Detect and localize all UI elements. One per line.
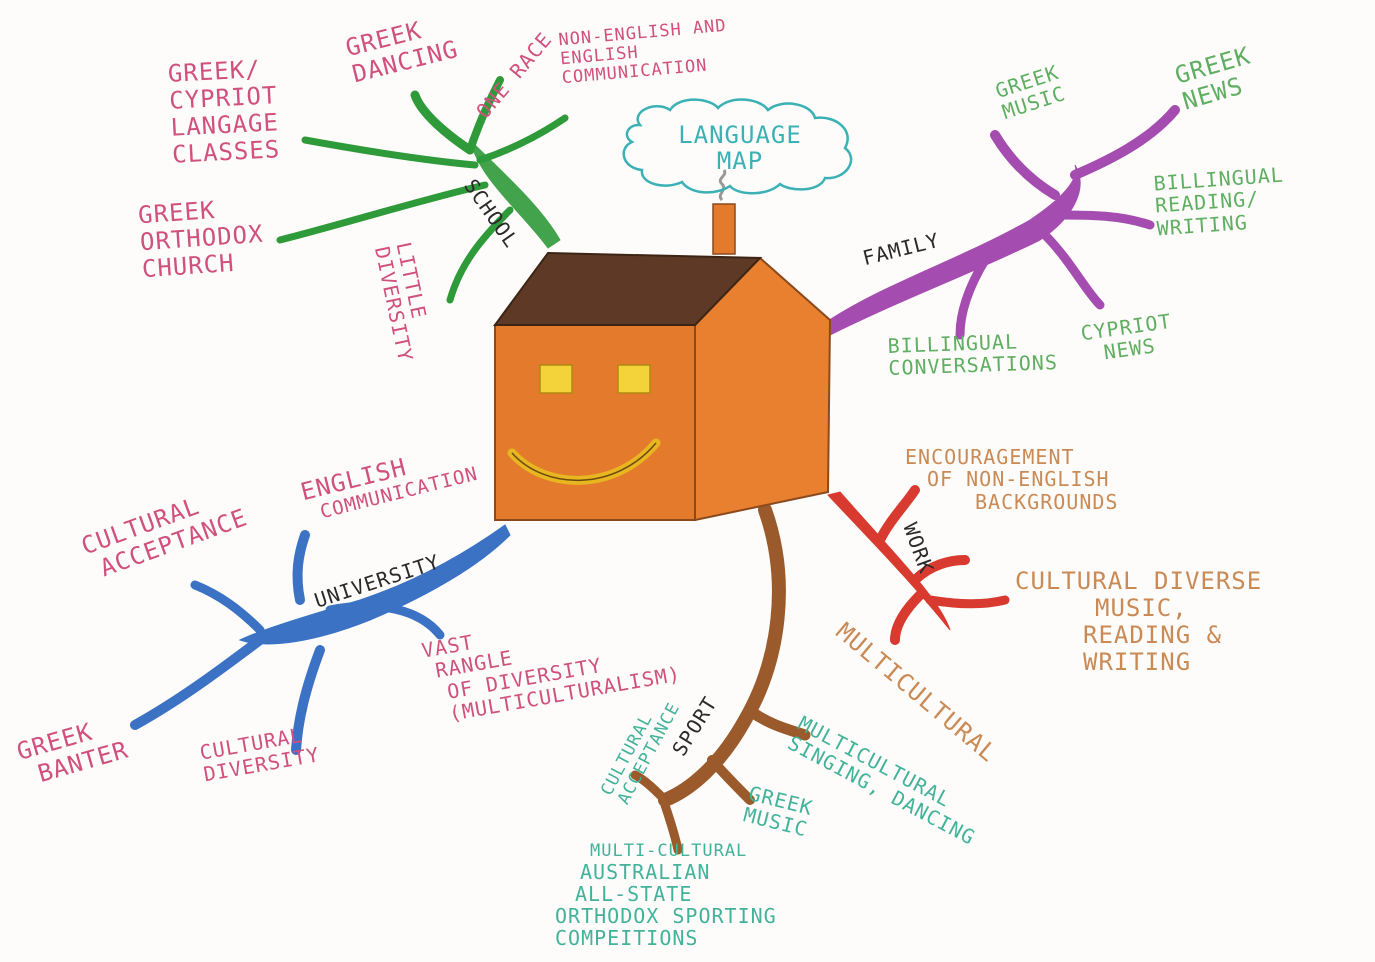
work-item-encouragement: ENCOURAGEMENT OF NON-ENGLISH BACKGROUNDS: [905, 445, 1119, 514]
house-front-wall: [494, 324, 696, 521]
school-item-language-classes: GREEK/ CYPRIOT LANGAGE CLASSES: [167, 55, 281, 168]
map-title-line: MAP: [716, 147, 764, 176]
work-branch: [827, 485, 1010, 645]
family-branch: [821, 105, 1180, 340]
sport-item-line: MULTI-CULTURAL: [590, 841, 748, 861]
sport-item-line: AUSTRALIAN: [580, 859, 711, 884]
house: [493, 169, 832, 522]
house-window-right: [617, 364, 651, 394]
work-item-line: BACKGROUNDS: [975, 489, 1119, 514]
house-roof: [493, 251, 763, 326]
chimney-smoke: [718, 169, 727, 202]
work-item-line: OF NON-ENGLISH: [927, 467, 1110, 492]
university-branch: [130, 524, 511, 755]
work-item-line: MUSIC,: [1095, 593, 1188, 622]
sport-item-line: COMPEITIONS: [555, 925, 699, 950]
family-item-bilingual-reading: BILLINGUAL READING/ WRITING: [1153, 163, 1288, 241]
work-item-line: READING &: [1083, 620, 1223, 649]
map-title-line: LANGUAGE: [678, 121, 802, 149]
work-item-cultural-diverse: CULTURAL DIVERSE MUSIC, READING & WRITIN…: [1015, 568, 1262, 676]
title-cloud: [622, 98, 853, 195]
school-branch: [276, 76, 569, 304]
family-item-bilingual-conversations: BILLINGUAL CONVERSATIONS: [887, 329, 1058, 380]
work-item-line: CULTURAL DIVERSE: [1015, 567, 1263, 595]
house-window-left: [539, 364, 573, 394]
school-item-line: CLASSES: [171, 134, 281, 169]
work-item-line: WRITING: [1083, 647, 1192, 676]
school-item-orthodox-church: GREEK ORTHODOX CHURCH: [137, 194, 266, 283]
sport-item-line: ORTHODOX SPORTING: [555, 903, 777, 928]
map-title: LANGUAGE MAP: [640, 122, 840, 175]
work-item-line: ENCOURAGEMENT: [905, 445, 1075, 469]
sport-branch: [630, 503, 811, 855]
sport-item-line: ALL-STATE: [575, 881, 693, 906]
sport-item-orthodox-sporting: MULTI-CULTURAL AUSTRALIAN ALL-STATE ORTH…: [555, 842, 777, 949]
house-chimney: [712, 203, 736, 255]
